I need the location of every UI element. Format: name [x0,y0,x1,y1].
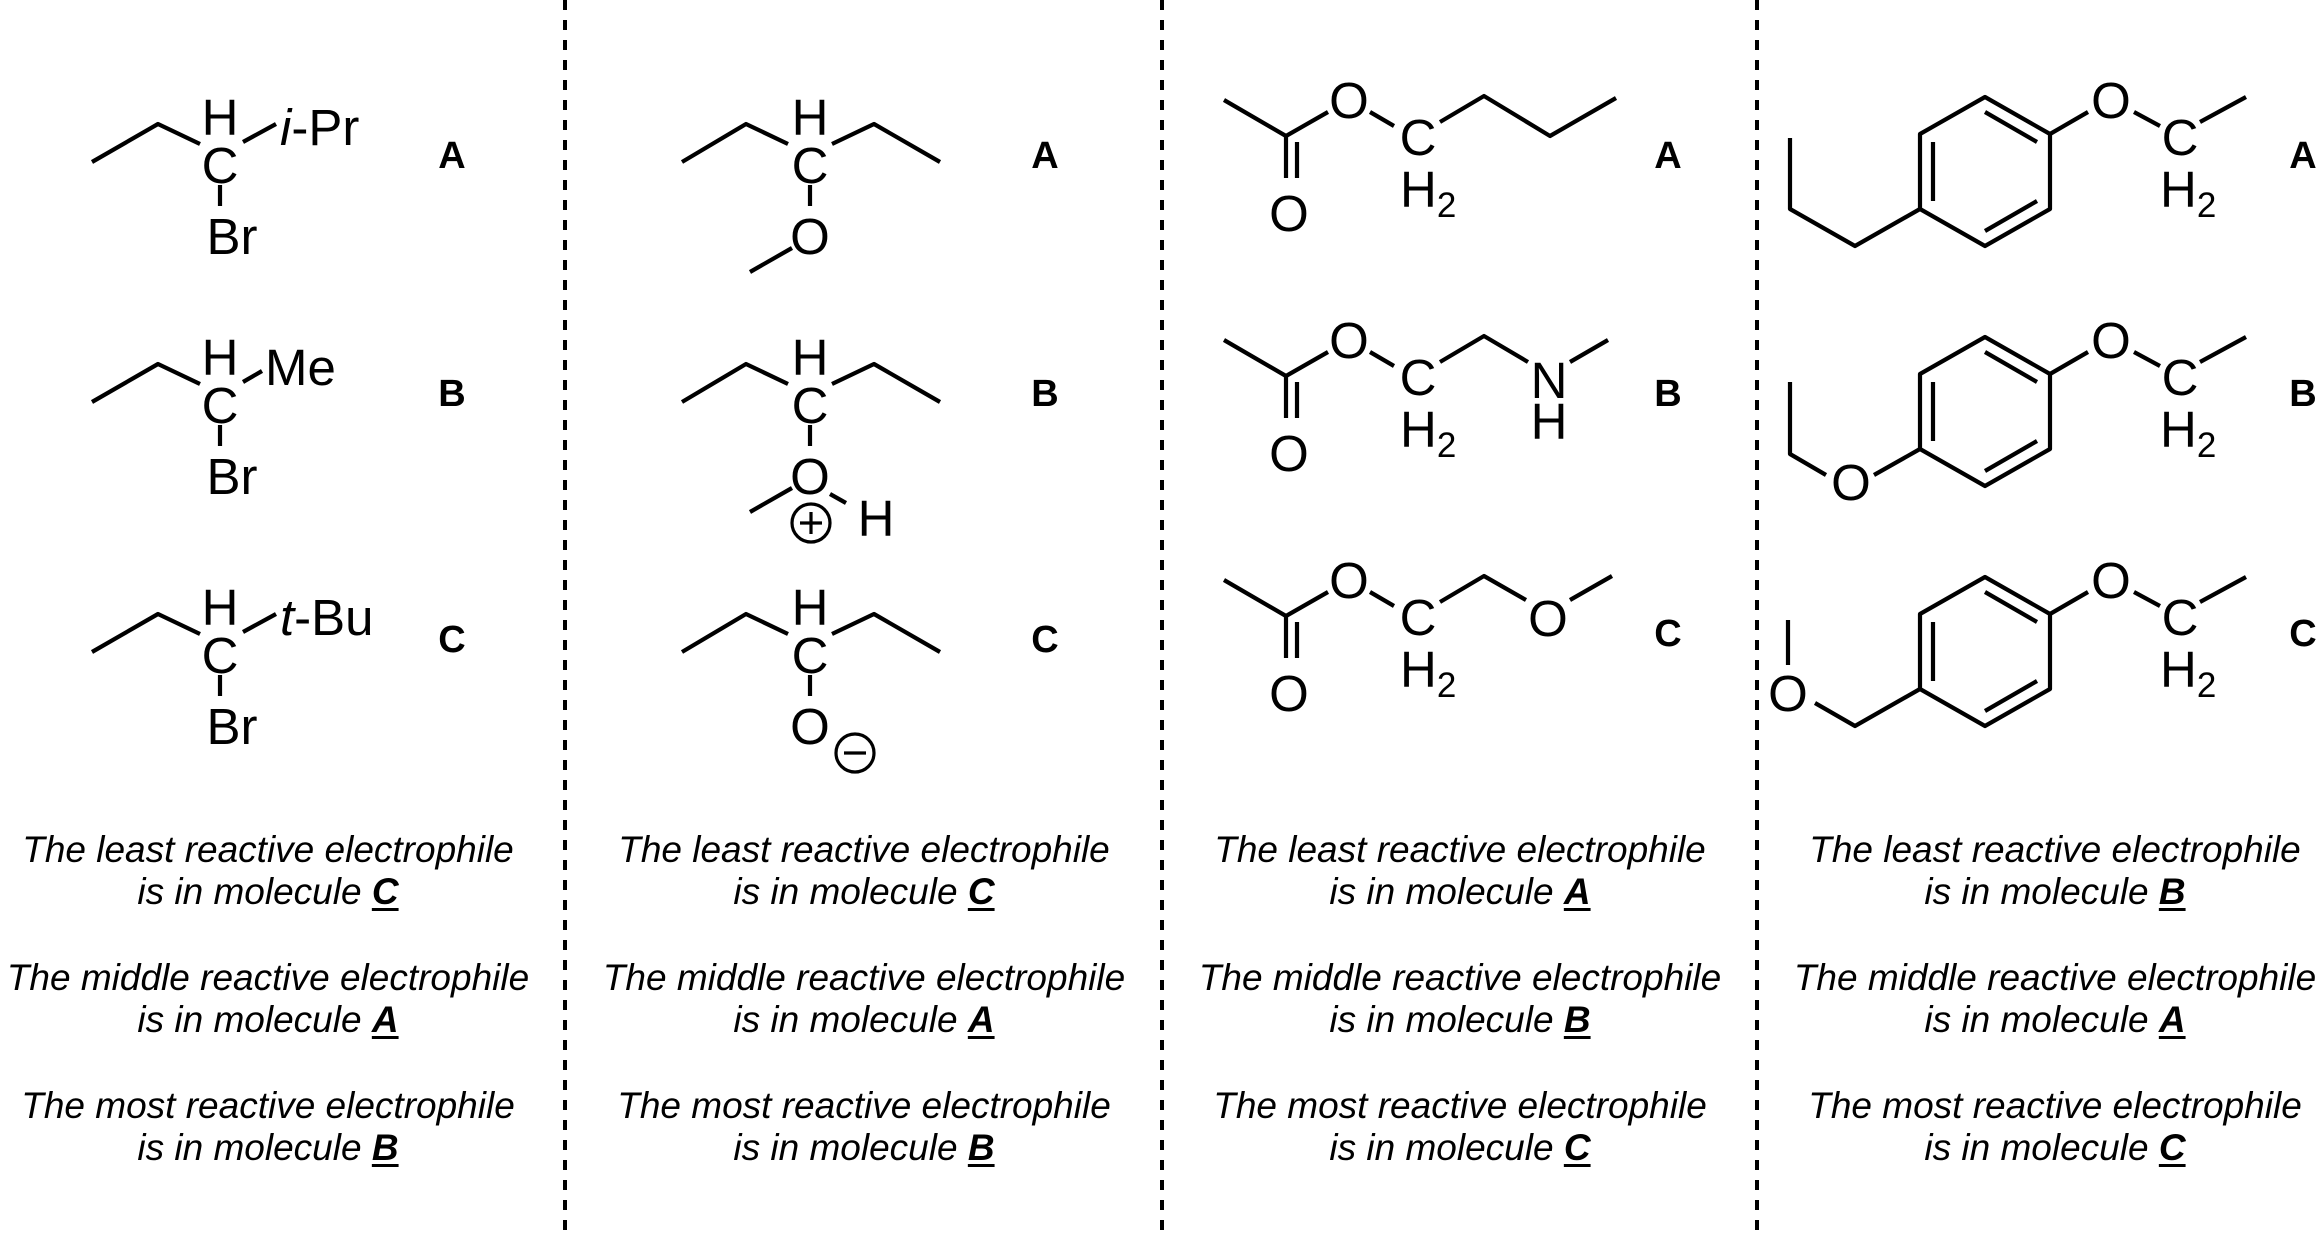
answer-letter: A [1563,871,1591,912]
ester-oxygen: O [1329,312,1369,369]
substituent-label: t-Bu [280,589,374,646]
highlighted-carbon: C [792,137,829,194]
molecule-label: C [1031,619,1058,661]
col1-molecule-c: H C Br t-Bu C [90,579,466,755]
highlighted-carbon: C [2162,109,2199,166]
substituent-label: Me [265,339,336,396]
bromine-atom: Br [207,448,258,505]
highlighted-carbon: C [2162,589,2199,646]
highlighted-carbon: C [202,377,239,434]
ether-oxygen: O [2091,312,2131,369]
carbonyl-oxygen: O [1269,185,1309,242]
molecule-label: B [2289,373,2316,415]
col2-molecule-a: H C O A [680,89,1059,274]
ether-oxygen: O [2091,72,2131,129]
h2-label: H2 [2160,401,2216,465]
para-oxygen: O [1831,454,1871,511]
col4-molecule-a: O C H2 A [1787,72,2317,249]
highlighted-carbon: C [2162,349,2199,406]
col3-molecule-c: O O C H2 O C [1222,552,1682,722]
highlighted-carbon: C [202,627,239,684]
ether-oxygen: O [1528,590,1568,647]
h2-label: H2 [1400,161,1456,225]
oxygen-atom: O [790,698,830,755]
molecule-label: A [1031,135,1058,177]
carbonyl-oxygen: O [1269,425,1309,482]
hydrogen-atom: H [202,579,239,636]
answer-letter: C [2158,1127,2186,1168]
h2-label: H2 [1400,641,1456,705]
highlighted-carbon: C [792,627,829,684]
hydrogen-atom: H [792,579,829,636]
col4-molecule-b: O O C H2 B [1787,312,2317,511]
oxygen-atom: O [790,208,830,265]
hydrogen-atom: H [792,89,829,146]
answer-letter: B [371,1127,399,1168]
highlighted-carbon: C [202,137,239,194]
molecule-label: A [2289,135,2316,177]
bromine-atom: Br [207,208,258,265]
answer-letter: A [371,999,399,1040]
col4-molecule-c: O O C H2 C [1768,552,2317,729]
molecule-label: C [438,619,465,661]
h2-label: H2 [1400,401,1456,465]
highlighted-carbon: C [1400,349,1437,406]
molecule-label: A [1654,135,1681,177]
oxygen-hydrogen: H [858,490,895,547]
answer-letter: A [967,999,995,1040]
answer-letter: C [371,871,399,912]
col3-molecule-b: O O C H2 N H B [1222,312,1682,482]
molecule-label: A [438,135,465,177]
hydrogen-atom: H [202,329,239,386]
para-oxygen: O [1768,665,1808,722]
bromine-atom: Br [207,698,258,755]
col2-molecule-c: H C O C [680,579,1059,774]
negative-charge-icon [834,732,876,774]
highlighted-carbon: C [1400,589,1437,646]
answer-letter: C [967,871,995,912]
substituent-label: i-Pr [280,99,359,156]
h2-label: H2 [2160,161,2216,225]
answer-letter: A [2158,999,2186,1040]
hydrogen-atom: H [202,89,239,146]
answer-letter: B [1563,999,1591,1040]
h2-label: H2 [2160,641,2216,705]
hydrogen-atom: H [792,329,829,386]
ester-oxygen: O [1329,72,1369,129]
col1-molecule-a: H C Br i-Pr A [90,89,466,265]
carbonyl-oxygen: O [1269,665,1309,722]
positive-charge-icon [790,502,832,544]
nitrogen-hydrogen: H [1531,393,1568,450]
ester-oxygen: O [1329,552,1369,609]
nitrogen-atom: N [1531,352,1568,409]
highlighted-carbon: C [1400,109,1437,166]
highlighted-carbon: C [792,377,829,434]
col3-molecule-a: O O C H2 A [1222,72,1682,242]
col1-molecule-b: H C Br Me B [90,329,466,505]
molecule-label: B [1031,373,1058,415]
molecule-label: C [2289,613,2316,655]
answer-letter: B [967,1127,995,1168]
molecule-label: B [438,373,465,415]
answer-letter: B [2158,871,2186,912]
oxygen-atom: O [790,448,830,505]
col2-molecule-b: H C O H B [680,329,1059,547]
molecule-label: C [1654,613,1681,655]
molecule-label: B [1654,373,1681,415]
answer-letter: C [1563,1127,1591,1168]
ether-oxygen: O [2091,552,2131,609]
